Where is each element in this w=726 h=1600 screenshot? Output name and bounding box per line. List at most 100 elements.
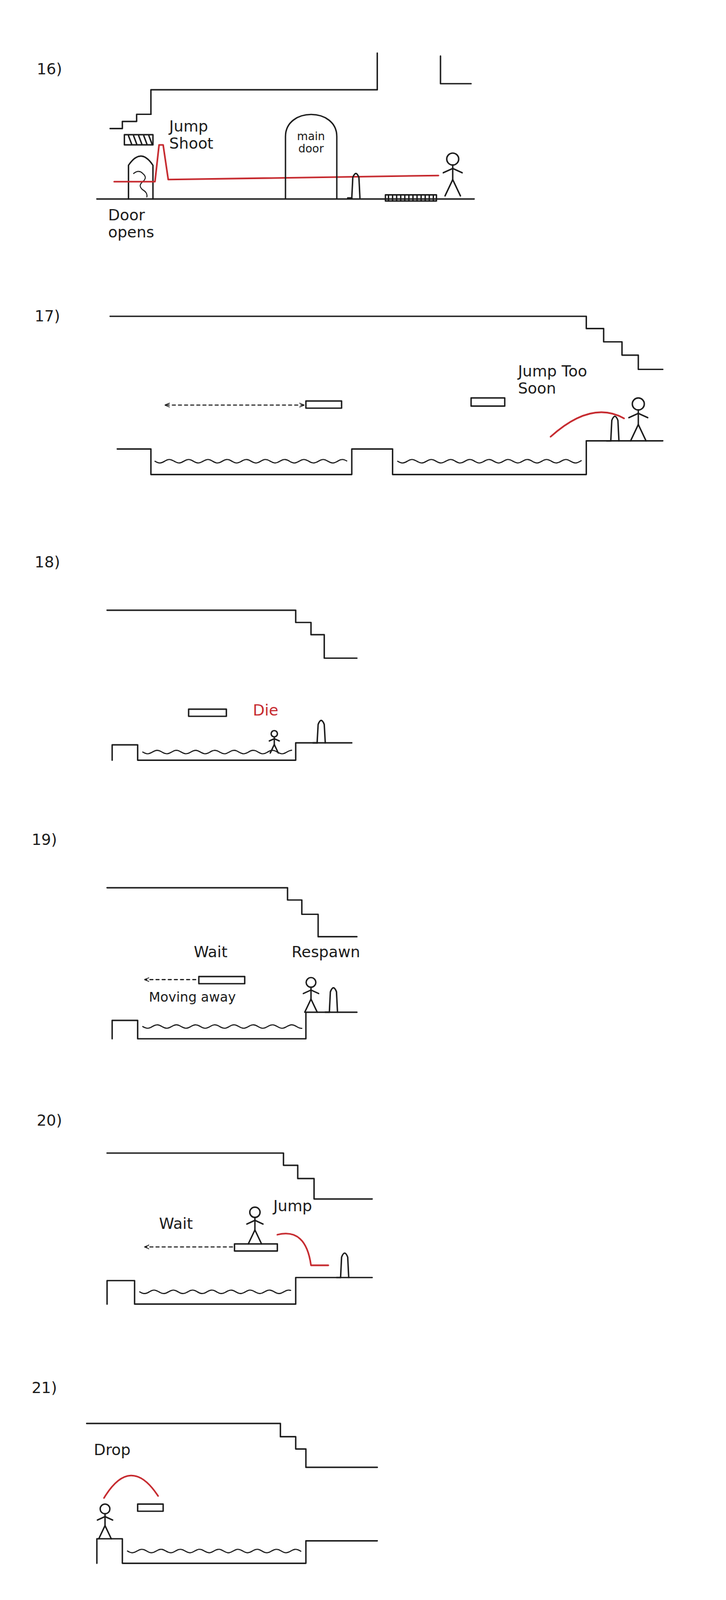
player-figure-head (249, 1206, 260, 1217)
spike-hatch (387, 194, 390, 201)
spike-hatch (420, 194, 422, 201)
spike-hatch (412, 194, 414, 201)
enemy-symbol (340, 1252, 349, 1278)
spike-hatch (404, 194, 406, 201)
floor-pits (96, 1538, 378, 1564)
spike-hatch (396, 194, 398, 201)
ceiling-wall (150, 52, 377, 114)
enemy-symbol (610, 416, 619, 442)
door-outline-path (285, 114, 337, 199)
player-path (114, 144, 439, 182)
movement-arrow (144, 978, 196, 980)
water-wave (139, 1290, 291, 1294)
spike-hatch (399, 194, 402, 201)
water-wave (155, 459, 347, 463)
enemy-symbol (313, 742, 318, 744)
ceiling-stairs (110, 316, 663, 370)
enemy-symbol (329, 987, 338, 1013)
water-wave (397, 459, 582, 463)
player-figure-head (446, 152, 459, 165)
panel-number: 16) (36, 60, 63, 78)
ledge-hatch (133, 135, 137, 144)
moving-platform (234, 1243, 278, 1251)
ledge-hatch (128, 135, 132, 144)
door-arch: main door (284, 112, 338, 199)
action-note: Moving away (148, 989, 236, 1004)
drop-arc (104, 1474, 159, 1498)
player-figure-head (306, 977, 316, 987)
player-figure-head (99, 1503, 110, 1514)
player-figure-arms (269, 738, 280, 741)
player-figure-arms (246, 1219, 264, 1224)
panel-number: 20) (36, 1111, 63, 1129)
moving-platform (137, 1503, 164, 1511)
ledge-hatch (143, 135, 148, 144)
action-note: Respawn (291, 943, 360, 961)
action-note: Jump (273, 1197, 313, 1215)
player-figure-legs (304, 998, 318, 1013)
water-wave (142, 1024, 303, 1029)
action-note: Drop (93, 1441, 131, 1458)
action-note: Jump Shoot (169, 118, 233, 152)
player-figure-arms (97, 1516, 113, 1520)
floor-pits (106, 1277, 373, 1304)
jump-arc (277, 1233, 329, 1265)
jump-arc (550, 412, 624, 437)
water-wave (127, 1548, 301, 1552)
enemy-symbol (325, 1011, 330, 1014)
player-figure-legs (98, 1525, 112, 1539)
moving-platform (305, 400, 342, 408)
ceiling-wall (440, 56, 471, 84)
ceiling-stairs (86, 1423, 378, 1467)
player-figure-legs (444, 179, 461, 196)
spike-hatch (432, 194, 435, 201)
action-note: Jump Too Soon (518, 363, 602, 397)
player-figure-head (632, 397, 645, 410)
water-wave (142, 750, 292, 754)
player-figure-legs (270, 744, 279, 753)
panel-number: 17) (34, 307, 61, 325)
enemy-symbol (347, 197, 352, 199)
action-note: Die (252, 701, 279, 719)
ledge-hatch (148, 135, 152, 144)
player-figure-body (104, 1513, 106, 1526)
spike-hatch (428, 194, 431, 201)
spike-hatch (407, 194, 410, 201)
door-scribble (133, 171, 148, 198)
enemy-symbol (336, 1276, 341, 1279)
movement-arrow (165, 404, 304, 406)
enemy-symbol (317, 720, 326, 743)
panel-number: 21) (31, 1379, 58, 1396)
player-figure-head (271, 730, 278, 737)
moving-platform (470, 397, 505, 406)
stairs (110, 114, 151, 129)
floor-pits (117, 440, 663, 475)
action-note: Door opens (107, 206, 174, 241)
player-figure-legs (248, 1229, 262, 1244)
spike-hatch (416, 194, 419, 201)
door-outline (284, 112, 338, 199)
player-figure-body (310, 986, 312, 999)
spike-hatch (391, 194, 394, 201)
spike-hatch (424, 194, 427, 201)
sketch-lines (86, 52, 663, 1563)
spike-strip (385, 194, 437, 201)
ledge (124, 134, 153, 145)
small-door (128, 156, 153, 199)
ceiling-stairs (106, 609, 357, 659)
action-note: Wait (193, 943, 228, 961)
panel-number: 19) (31, 831, 58, 848)
floor-pits (112, 742, 352, 760)
player-figure-legs (630, 424, 647, 441)
player-figure-body (253, 1217, 256, 1230)
player-figure-body (637, 410, 640, 425)
moving-platform (198, 976, 245, 984)
door-label: main door (284, 112, 338, 156)
moving-platform (188, 708, 227, 716)
ceiling-stairs (106, 887, 357, 937)
player-figure-arms (628, 413, 648, 418)
movement-arrow (144, 1246, 233, 1248)
panel-number: 18) (34, 553, 61, 571)
floor-pits (112, 1012, 358, 1039)
